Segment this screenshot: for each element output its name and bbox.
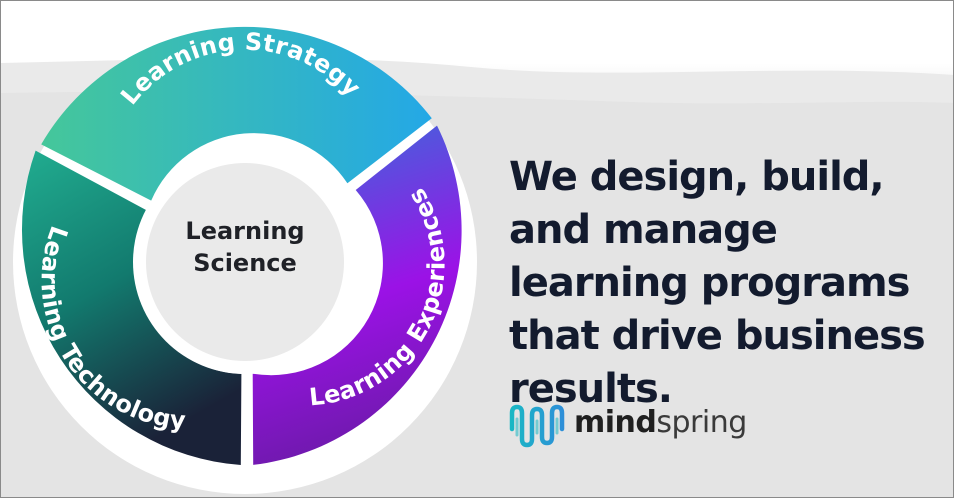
mindspring-logo[interactable]: mindspring xyxy=(506,399,766,451)
segment-learning-experiences xyxy=(252,125,462,465)
headline: We design, build, and manage learning pr… xyxy=(509,154,926,412)
center-label-line2: Science xyxy=(193,249,297,277)
brand-name-bold: mind xyxy=(574,405,657,440)
brand-name: mindspring xyxy=(574,405,747,440)
center-label-line1: Learning xyxy=(185,217,304,245)
segment-learning-strategy xyxy=(41,26,432,201)
wheel-center xyxy=(146,163,344,361)
segment-learning-technology xyxy=(21,150,242,465)
soundwave-icon xyxy=(509,404,565,448)
brand-name-light: spring xyxy=(656,405,747,440)
